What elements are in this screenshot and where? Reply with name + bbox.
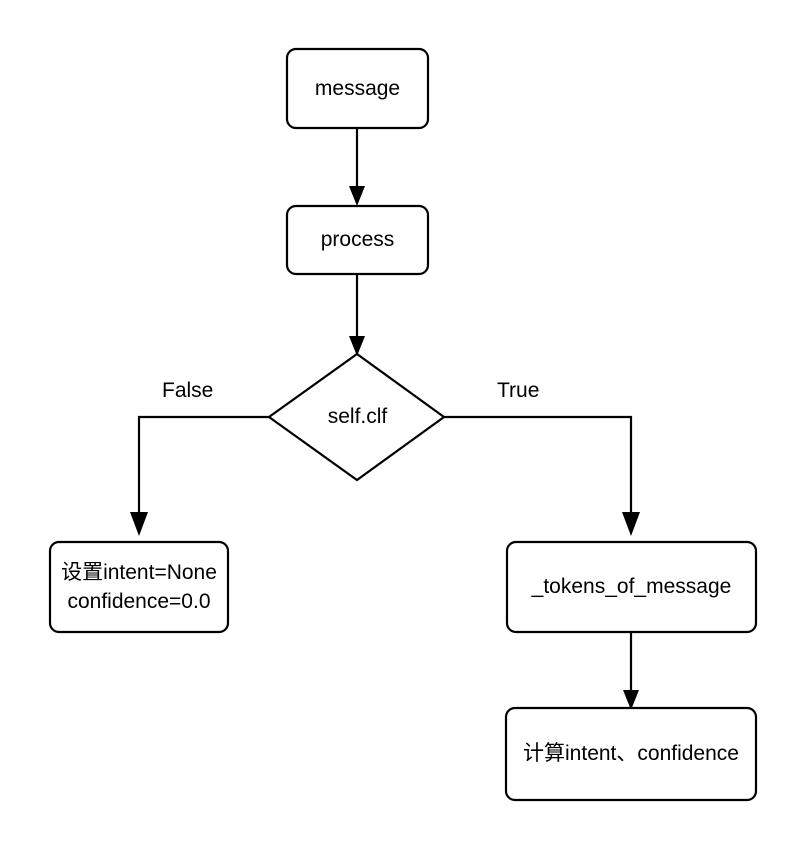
arrowhead-icon xyxy=(349,336,365,356)
node-compute-shape[interactable] xyxy=(504,706,758,802)
edge-message-to-process xyxy=(349,128,365,206)
edge-tokens-to-compute xyxy=(623,631,639,710)
arrowhead-icon xyxy=(349,186,365,206)
node-message-shape[interactable] xyxy=(285,47,430,130)
edge-selfclf-to-setnone xyxy=(130,415,269,536)
edge-label-true: True xyxy=(497,379,540,402)
edge-label-false: False xyxy=(162,379,214,402)
node-process-shape[interactable] xyxy=(285,204,430,276)
arrowhead-icon xyxy=(130,512,148,536)
node-set-none-shape[interactable] xyxy=(48,540,230,634)
node-selfclf-shape[interactable] xyxy=(267,352,446,482)
node-tokens-shape[interactable] xyxy=(505,540,758,634)
arrowhead-icon xyxy=(622,512,640,536)
edge-process-to-selfclf xyxy=(349,273,365,356)
arrowhead-icon xyxy=(623,690,639,710)
edge-selfclf-to-tokens xyxy=(444,415,640,536)
